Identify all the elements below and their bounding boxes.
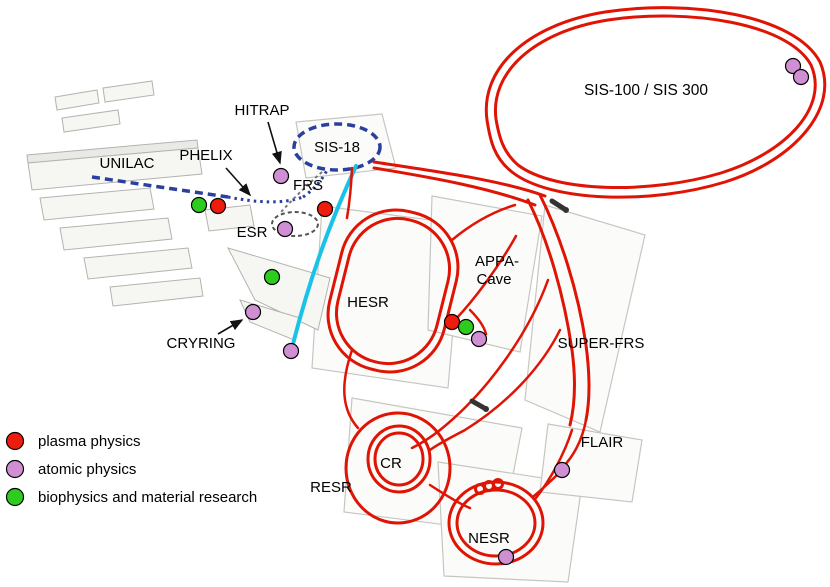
phelix-arrow [225, 167, 252, 197]
cr-to-nesr [428, 483, 472, 510]
nesr-ring-inner [455, 488, 537, 558]
label-unilac: UNILAC [99, 155, 154, 172]
hesr-ring-outer [326, 208, 460, 374]
marker-plasma-appa [443, 313, 461, 331]
cr-ring-inner [373, 431, 425, 487]
marker-atomic-esr [276, 220, 294, 238]
legend-item-atomic: atomic physics [5, 459, 136, 479]
label-frs: FRS [293, 177, 323, 194]
marker-atomic-sis100b [792, 68, 810, 86]
buildings [26, 80, 331, 341]
branch-to-cr-1 [410, 278, 550, 450]
nesr-ring-outer [447, 480, 545, 566]
experiment-markers [190, 57, 810, 566]
branch-to-cr-2 [428, 328, 562, 452]
marker-atomic-sis100a [784, 57, 802, 75]
marker-plasma-phelix [209, 197, 227, 215]
label-esr: ESR [237, 224, 268, 241]
label-arrows [217, 121, 282, 335]
label-nesr: NESR [468, 530, 510, 547]
label-cr: CR [380, 455, 402, 472]
appa-line [453, 234, 518, 322]
label-super-frs: SUPER-FRS [558, 335, 645, 352]
label-appa-line2: Cave [476, 271, 511, 288]
label-hesr: HESR [347, 294, 389, 311]
marker-plasma-sis18 [316, 200, 334, 218]
existing-beamlines [91, 122, 382, 204]
legend: plasma physics atomic physics biophysics… [5, 431, 257, 507]
transfer-channel [227, 195, 304, 204]
sis18-ring [292, 122, 382, 172]
marker-atomic-appa [470, 330, 488, 348]
hesr-ring-inner [334, 216, 452, 366]
legend-swatch-biophysics [5, 487, 25, 507]
marker-atomic-flair [553, 461, 571, 479]
transfer-line-1 [372, 160, 547, 198]
appa-spur [468, 308, 488, 336]
label-sis100: SIS-100 / SIS 300 [584, 82, 708, 99]
legend-label-atomic: atomic physics [38, 461, 136, 478]
resr-ring [344, 411, 452, 525]
marker-atomic-hitrap [272, 167, 290, 185]
label-hitrap: HITRAP [234, 102, 289, 119]
hesr-connector [450, 203, 517, 242]
sis18-injection [302, 167, 330, 199]
facility-labels: UNILAC PHELIX HITRAP SIS-18 FRS ESR CRYR… [99, 82, 708, 547]
transfer-line-2 [372, 166, 537, 207]
marker-bio-unilac [190, 196, 208, 214]
marker-atomic-cryring [244, 303, 262, 321]
superfrs-line-2 [526, 198, 576, 427]
hesr-to-resr [343, 348, 360, 430]
unilac-beamline [91, 175, 229, 199]
cryring-beamline [291, 164, 358, 346]
label-cryring: CRYRING [167, 335, 236, 352]
label-resr: RESR [310, 479, 352, 496]
legend-swatch-atomic [5, 459, 25, 479]
cryring-arrow [217, 319, 244, 335]
superfrs-line-1 [538, 193, 591, 422]
label-appa-line1: APPA- [475, 253, 519, 270]
legend-swatch-plasma [5, 431, 25, 451]
nesr-coil-3 [492, 478, 504, 490]
legend-item-biophysics: biophysics and material research [5, 487, 257, 507]
legend-label-biophysics: biophysics and material research [38, 489, 257, 506]
legend-label-plasma: plasma physics [38, 433, 141, 450]
label-sis18: SIS-18 [314, 139, 360, 156]
marker-bio-appa [457, 318, 475, 336]
sis18-down-line [345, 166, 354, 220]
label-flair: FLAIR [581, 434, 624, 451]
marker-atomic-cryring2 [282, 342, 300, 360]
cr-ring-outer [366, 424, 432, 494]
marker-bio-hall [263, 268, 281, 286]
hitrap-arrow [267, 121, 282, 165]
marker-atomic-nesr [497, 548, 515, 566]
label-phelix: PHELIX [179, 147, 232, 164]
sis100-ring-inner [493, 14, 817, 190]
esr-frs-structures [271, 171, 323, 237]
legend-item-plasma: plasma physics [5, 431, 141, 451]
esr-ring [271, 211, 319, 237]
beam-stops [469, 198, 569, 412]
sis100-ring-outer [484, 6, 827, 199]
